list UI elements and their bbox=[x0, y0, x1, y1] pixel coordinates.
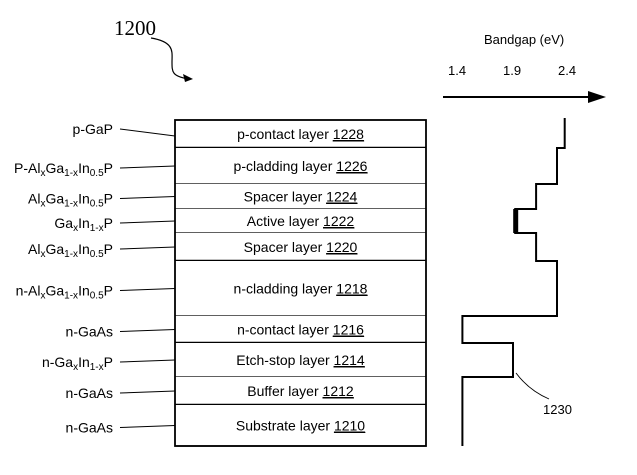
axis-title: Bandgap (eV) bbox=[484, 32, 564, 47]
layer-1210: Substrate layer 1210 bbox=[175, 405, 426, 447]
layer-box bbox=[175, 184, 426, 209]
layer-label: n-contact layer 1216 bbox=[237, 322, 364, 338]
layer-name: Spacer layer bbox=[244, 189, 326, 205]
material-label: n-GaAs bbox=[66, 324, 113, 340]
layer-ref-number: 1222 bbox=[323, 213, 354, 229]
material-leader-line bbox=[119, 196, 176, 199]
layer-1220: Spacer layer 1220 bbox=[175, 233, 426, 263]
bandgap-profile bbox=[461, 118, 566, 446]
material-leader-line bbox=[119, 425, 176, 428]
reference-arrow-curve bbox=[150, 37, 189, 80]
layer-name: Etch-stop layer bbox=[236, 352, 333, 368]
axis-tick-label: 1.9 bbox=[503, 63, 521, 78]
material-label: n-GaAs bbox=[66, 385, 113, 401]
layer-box bbox=[175, 148, 426, 184]
layer-label: Buffer layer 1212 bbox=[247, 383, 354, 399]
layer-box bbox=[175, 405, 426, 446]
material-label: n-GaxIn1-xP bbox=[42, 354, 113, 373]
layer-label: Etch-stop layer 1214 bbox=[236, 352, 365, 368]
material-label: AlxGa1-xIn0.5P bbox=[28, 191, 113, 210]
layer-ref-number: 1210 bbox=[334, 418, 365, 434]
layer-box bbox=[175, 209, 426, 233]
layer-name: Substrate layer bbox=[236, 418, 334, 434]
layer-label: Spacer layer 1224 bbox=[244, 189, 358, 205]
profile-leader-line bbox=[515, 372, 550, 400]
material-label: n-AlxGa1-xIn0.5P bbox=[16, 283, 113, 302]
layer-1224: Spacer layer 1224 bbox=[175, 184, 426, 210]
layer-name: Active layer bbox=[247, 213, 323, 229]
layer-label: Active layer 1222 bbox=[247, 213, 355, 229]
layer-ref-number: 1216 bbox=[333, 322, 364, 338]
layer-1218: n-cladding layer 1218 bbox=[175, 261, 426, 317]
layer-name: p-cladding layer bbox=[234, 158, 337, 174]
layer-box bbox=[175, 377, 426, 405]
layer-label: Spacer layer 1220 bbox=[244, 239, 358, 255]
profile-reference-number: 1230 bbox=[543, 402, 572, 417]
layer-name: Spacer layer bbox=[244, 239, 326, 255]
layer-1226: p-cladding layer 1226 bbox=[175, 148, 426, 185]
material-label: n-GaAs bbox=[66, 420, 113, 436]
layer-stack: p-contact layer 1228 p-cladding layer 122… bbox=[174, 119, 427, 447]
layer-label: Substrate layer 1210 bbox=[236, 418, 365, 434]
layer-ref-number: 1212 bbox=[323, 383, 354, 399]
axis-arrow-head bbox=[588, 91, 606, 103]
layer-box bbox=[175, 261, 426, 316]
layer-ref-number: 1214 bbox=[334, 352, 365, 368]
layer-box bbox=[175, 120, 426, 148]
layer-1216: n-contact layer 1216 bbox=[175, 316, 426, 345]
layer-name: p-contact layer bbox=[237, 126, 333, 142]
layer-1212: Buffer layer 1212 bbox=[175, 377, 426, 407]
material-leader-line bbox=[119, 288, 176, 291]
material-leader-line bbox=[119, 390, 176, 394]
layer-name: Buffer layer bbox=[247, 383, 322, 399]
material-label: GaxIn1-xP bbox=[54, 215, 113, 234]
stack-outline bbox=[174, 119, 427, 447]
material-leader-line bbox=[119, 220, 176, 224]
material-leader-line bbox=[119, 359, 176, 363]
material-leader-line bbox=[119, 329, 176, 332]
material-leader-line bbox=[119, 128, 176, 137]
layer-ref-number: 1218 bbox=[336, 281, 367, 297]
reference-arrow-head bbox=[183, 74, 193, 82]
layer-label: p-contact layer 1228 bbox=[237, 126, 364, 142]
axis-tick-label: 2.4 bbox=[558, 63, 576, 78]
layer-name: n-cladding layer bbox=[234, 281, 337, 297]
layer-ref-number: 1220 bbox=[326, 239, 357, 255]
figure-reference-number: 1200 bbox=[114, 16, 156, 40]
layer-box bbox=[175, 316, 426, 343]
material-label: P-AlxGa1-xIn0.5P bbox=[14, 160, 113, 179]
bandgap-profile-line bbox=[461, 118, 566, 446]
material-leader-line bbox=[119, 165, 176, 169]
material-label: AlxGa1-xIn0.5P bbox=[28, 241, 113, 260]
axis-tick-labels: 1.4 1.9 2.4 bbox=[448, 63, 576, 78]
layer-ref-number: 1224 bbox=[326, 189, 357, 205]
layer-label: p-cladding layer 1226 bbox=[234, 158, 368, 174]
layer-box bbox=[175, 343, 426, 377]
material-label: p-GaP bbox=[73, 121, 113, 137]
layer-ref-number: 1228 bbox=[333, 126, 364, 142]
layer-name: n-contact layer bbox=[237, 322, 333, 338]
axis-tick-label: 1.4 bbox=[448, 63, 466, 78]
layer-1214: Etch-stop layer 1214 bbox=[175, 343, 426, 378]
layer-ref-number: 1226 bbox=[336, 158, 367, 174]
layer-box bbox=[175, 233, 426, 261]
layer-1228: p-contact layer 1228 bbox=[175, 120, 426, 150]
layer-1222: Active layer 1222 bbox=[175, 209, 426, 234]
material-leader-line bbox=[119, 246, 176, 250]
layer-label: n-cladding layer 1218 bbox=[234, 281, 368, 297]
material-labels: p-GaP P-AlxGa1-xIn0.5P AlxGa1-xIn0.5P GaxIn… bbox=[14, 121, 176, 436]
